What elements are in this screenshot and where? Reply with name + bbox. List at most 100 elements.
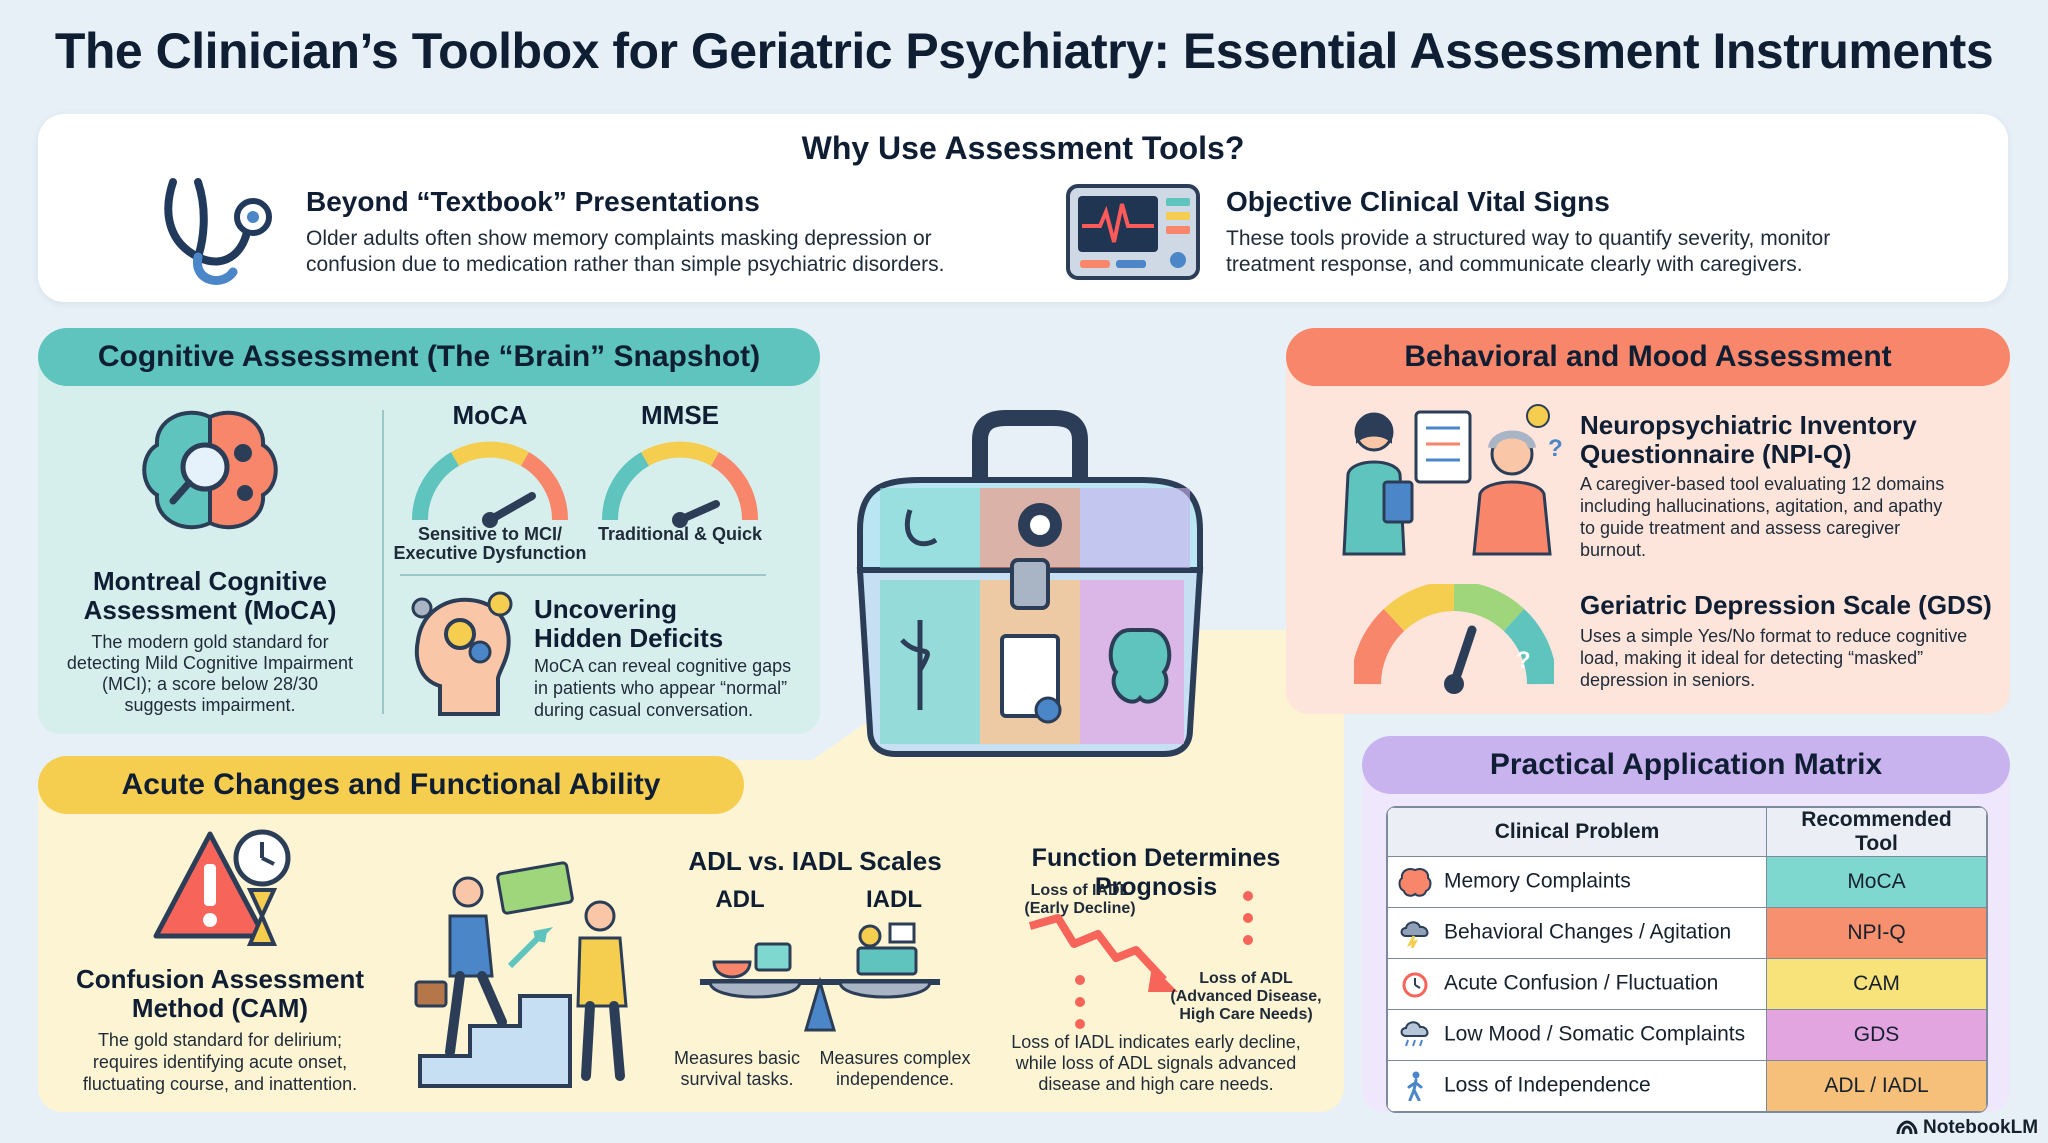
why-card: Why Use Assessment Tools? Beyond “Textbo… <box>38 114 2008 302</box>
scales-iadl-label: IADL <box>866 886 922 913</box>
toolbox-icon <box>856 410 1204 757</box>
mood-gauge-icon: ? <box>1354 584 1554 694</box>
table-row: Memory Complaints MoCA <box>1387 856 1987 908</box>
cam-title-1: Confusion Assessment <box>76 964 364 994</box>
iadl-caption-1: Measures complex <box>819 1048 971 1068</box>
stethoscope-icon <box>164 178 272 285</box>
behavioral-panel <box>1286 338 2010 714</box>
prognosis-line-2: while loss of ADL signals advanced <box>1015 1053 1297 1073</box>
why-right-text-1: These tools provide a structured way to … <box>1226 227 1831 250</box>
table-row: Behavioral Changes / Agitation NPI-Q <box>1387 907 1987 959</box>
why-heading: Why Use Assessment Tools? <box>801 130 1245 166</box>
matrix-problem: Low Mood / Somatic Complaints <box>1444 1022 1746 1046</box>
vital-signs-monitor-icon <box>1066 184 1200 280</box>
cam-line-1: The gold standard for delirium; <box>97 1030 343 1050</box>
svg-text:?: ? <box>1548 435 1563 462</box>
prognosis-iadl-loss-2: (Early Decline) <box>1024 900 1136 917</box>
matrix-header-problem: Clinical Problem <box>1387 807 1767 857</box>
prognosis-line-3: disease and high care needs. <box>1038 1074 1274 1094</box>
brain-gears-icon <box>142 410 278 530</box>
prognosis-adl-loss-1: Loss of ADL <box>1199 970 1293 987</box>
acute-heading: Acute Changes and Functional Ability <box>38 756 744 814</box>
npi-title-2: Questionnaire (NPI-Q) <box>1580 439 1852 469</box>
npi-line-3: to guide treatment and assess caregiver <box>1580 518 1901 538</box>
matrix-tool: ADL / IADL <box>1766 1060 1987 1112</box>
gauge-mmse-caption: Traditional & Quick <box>597 524 763 544</box>
matrix-problem: Memory Complaints <box>1444 869 1631 893</box>
prognosis-adl-loss-3: High Care Needs) <box>1179 1006 1313 1023</box>
iadl-caption-2: independence. <box>835 1069 955 1089</box>
cam-line-2: requires identifying acute onset, <box>92 1052 348 1072</box>
balance-scale-icon <box>700 922 940 1032</box>
moca-gauge-icon <box>411 441 569 528</box>
stairs-assistance-icon <box>414 861 628 1088</box>
brain-icon <box>1398 868 1432 897</box>
cognitive-hdivider <box>400 574 766 576</box>
scales-title: ADL vs. IADL Scales <box>688 846 942 876</box>
storm-cloud-icon <box>1400 921 1429 948</box>
why-right-title: Objective Clinical Vital Signs <box>1226 186 1610 217</box>
mmse-gauge-icon <box>601 441 759 528</box>
hidden-deficits-line-3: during casual conversation. <box>534 700 754 720</box>
cam-line-3: fluctuating course, and inattention. <box>82 1074 358 1094</box>
prognosis-line-1: Loss of IADL indicates early decline, <box>1011 1032 1301 1052</box>
cam-title-2: Method (CAM) <box>131 993 309 1023</box>
npi-line-2: including hallucinations, agitation, and… <box>1580 496 1943 516</box>
gds-line-2: load, making it ideal for detecting “mas… <box>1580 648 1924 668</box>
moca-full-line-3: (MCI); a score below 28/30 <box>101 674 319 694</box>
moca-full-title-1: Montreal Cognitive <box>92 566 327 596</box>
walking-person-icon <box>1407 1071 1423 1101</box>
rain-cloud-icon <box>1400 1021 1429 1047</box>
matrix-tool: MoCA <box>1766 856 1987 908</box>
behavioral-heading: Behavioral and Mood Assessment <box>1286 328 2010 386</box>
hidden-deficits-title-1: Uncovering <box>534 594 678 624</box>
gauge-moca-label: MoCA <box>452 400 528 430</box>
why-left-title: Beyond “Textbook” Presentations <box>306 186 760 217</box>
gauge-mmse-label: MMSE <box>641 400 719 430</box>
matrix-tool: NPI-Q <box>1766 907 1987 959</box>
hidden-deficits-line-1: MoCA can reveal cognitive gaps <box>534 656 792 676</box>
matrix-heading: Practical Application Matrix <box>1362 736 2010 794</box>
gds-title: Geriatric Depression Scale (GDS) <box>1580 590 1992 620</box>
head-gears-icon <box>411 591 513 716</box>
matrix-problem: Acute Confusion / Fluctuation <box>1444 971 1719 995</box>
hidden-deficits-title-2: Hidden Deficits <box>534 623 724 653</box>
caregiver-patient-icon: ? <box>1342 404 1563 556</box>
table-row: Low Mood / Somatic Complaints GDS <box>1387 1009 1987 1061</box>
gds-line-3: depression in seniors. <box>1580 670 1756 690</box>
npi-title-1: Neuropsychiatric Inventory <box>1580 410 1917 440</box>
cognitive-divider <box>382 410 384 714</box>
matrix-problem: Behavioral Changes / Agitation <box>1444 920 1732 944</box>
alert-clock-icon <box>153 829 291 946</box>
gds-line-1: Uses a simple Yes/No format to reduce co… <box>1580 626 1968 646</box>
npi-line-1: A caregiver-based tool evaluating 12 dom… <box>1580 474 1945 494</box>
matrix-table: Clinical Problem Recommended Tool Memory… <box>1386 806 1988 1113</box>
decline-arrow-icon <box>1028 891 1253 1029</box>
prognosis-iadl-loss-1: Loss of IADL <box>1030 882 1130 899</box>
moca-full-line-2: detecting Mild Cognitive Impairment <box>66 653 354 673</box>
hidden-deficits-line-2: in patients who appear “normal” <box>534 678 788 698</box>
cognitive-heading: Cognitive Assessment (The “Brain” Snapsh… <box>38 328 820 386</box>
matrix-problem: Loss of Independence <box>1444 1073 1651 1097</box>
matrix-tool: CAM <box>1766 958 1987 1010</box>
matrix-header-tool: Recommended Tool <box>1766 807 1987 857</box>
moca-full-line-4: suggests impairment. <box>124 695 296 715</box>
notebooklm-logo-icon <box>1896 1120 1918 1135</box>
prognosis-title: Function Determines Prognosis <box>1031 844 1281 901</box>
why-left-text-1: Older adults often show memory complaint… <box>306 227 932 250</box>
table-row: Loss of Independence ADL / IADL <box>1387 1060 1987 1112</box>
npi-line-4: burnout. <box>1580 540 1647 560</box>
scales-adl-label: ADL <box>715 886 765 913</box>
page-title: The Clinician’s Toolbox for Geriatric Ps… <box>54 23 1994 79</box>
gauge-moca-caption-2: Executive Dysfunction <box>393 543 587 563</box>
why-left-text-2: confusion due to medication rather than … <box>306 253 945 276</box>
adl-caption-2: survival tasks. <box>680 1069 794 1089</box>
svg-text:?: ? <box>1516 647 1531 674</box>
matrix-tool: GDS <box>1766 1009 1987 1061</box>
table-row: Acute Confusion / Fluctuation CAM <box>1387 958 1987 1010</box>
prognosis-adl-loss-2: (Advanced Disease, <box>1170 988 1322 1005</box>
gauge-moca-caption-1: Sensitive to MCI/ <box>417 524 563 544</box>
notebooklm-label: NotebookLM <box>1923 1117 2039 1138</box>
alarm-clock-icon <box>1402 972 1428 998</box>
moca-full-line-1: The modern gold standard for <box>91 632 329 652</box>
